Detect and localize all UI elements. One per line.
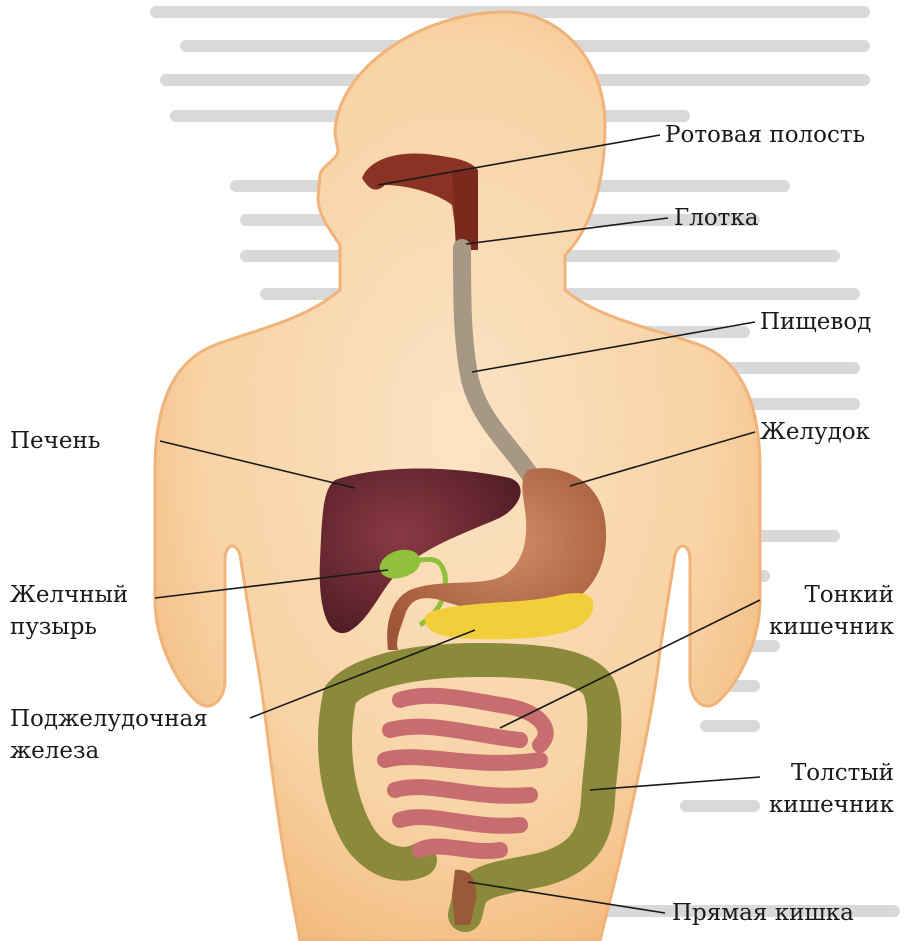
label-large-intestine-line1: Толстый	[791, 758, 894, 788]
label-rectum: Прямая кишка	[672, 898, 854, 928]
label-gallbladder-line1: Желчный	[10, 580, 128, 610]
label-esophagus: Пищевод	[760, 307, 871, 337]
pharynx-shape	[452, 170, 478, 250]
label-small-intestine-line2: кишечник	[769, 612, 894, 642]
label-pancreas-line1: Поджелудочная	[10, 704, 208, 734]
label-mouth: Ротовая полость	[665, 120, 865, 150]
label-gallbladder-line2: пузырь	[10, 612, 97, 642]
label-stomach: Желудок	[760, 417, 870, 447]
label-large-intestine-line2: кишечник	[769, 790, 894, 820]
label-small-intestine-line1: Тонкий	[804, 580, 894, 610]
label-pharynx: Глотка	[674, 203, 759, 233]
label-pancreas-line2: железа	[10, 736, 99, 766]
label-liver: Печень	[10, 426, 100, 456]
